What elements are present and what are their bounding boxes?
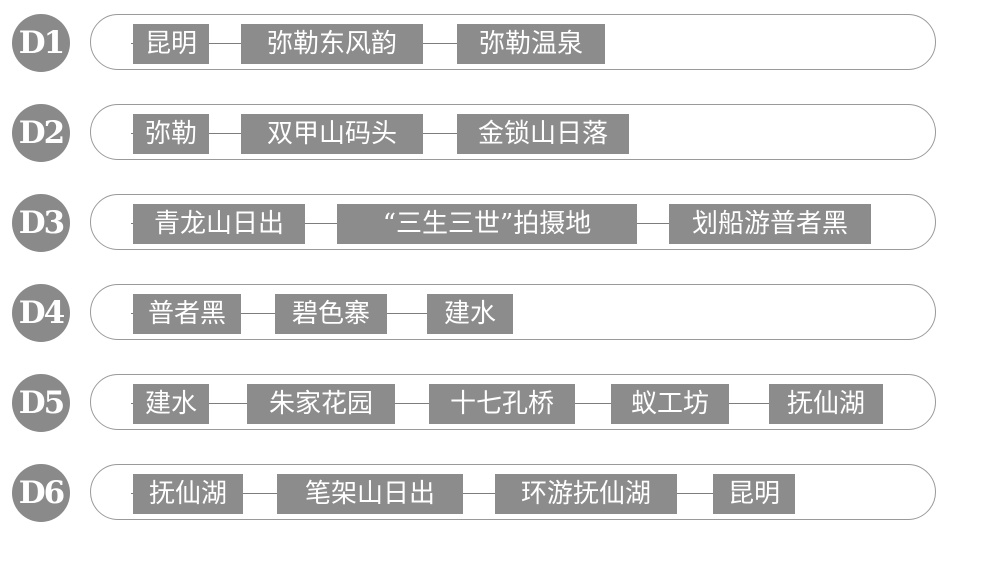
day-row-d6: D6 抚仙湖 笔架山日出 环游抚仙湖 昆明 xyxy=(0,463,1006,523)
day-badge: D5 xyxy=(12,374,70,432)
route-capsule: 昆明 弥勒东风韵 弥勒温泉 xyxy=(90,14,936,70)
stop-box: 双甲山码头 xyxy=(241,114,423,154)
day-row-d2: D2 弥勒 双甲山码头 金锁山日落 xyxy=(0,103,1006,163)
day-row-d1: D1 昆明 弥勒东风韵 弥勒温泉 xyxy=(0,13,1006,73)
stop-box: 金锁山日落 xyxy=(457,114,629,154)
route-capsule: 建水 朱家花园 十七孔桥 蚁工坊 抚仙湖 xyxy=(90,374,936,430)
day-row-d3: D3 青龙山日出 “三生三世”拍摄地 划船游普者黑 xyxy=(0,193,1006,253)
day-badge: D1 xyxy=(12,14,70,72)
stop-box: 蚁工坊 xyxy=(611,384,729,424)
stop-box: 建水 xyxy=(133,384,209,424)
route-capsule: 弥勒 双甲山码头 金锁山日落 xyxy=(90,104,936,160)
stop-box: 建水 xyxy=(427,294,513,334)
stop-box: 划船游普者黑 xyxy=(669,204,871,244)
stop-box: 弥勒温泉 xyxy=(457,24,605,64)
stop-box: 弥勒东风韵 xyxy=(241,24,423,64)
stop-box: 青龙山日出 xyxy=(133,204,305,244)
day-row-d5: D5 建水 朱家花园 十七孔桥 蚁工坊 抚仙湖 xyxy=(0,373,1006,433)
stop-box: 昆明 xyxy=(713,474,795,514)
stop-box: 十七孔桥 xyxy=(429,384,575,424)
day-badge: D3 xyxy=(12,194,70,252)
stop-box: 普者黑 xyxy=(133,294,241,334)
stop-box: 抚仙湖 xyxy=(133,474,243,514)
route-capsule: 普者黑 碧色寨 建水 xyxy=(90,284,936,340)
stop-box: 抚仙湖 xyxy=(769,384,883,424)
stop-box: 碧色寨 xyxy=(275,294,387,334)
day-row-d4: D4 普者黑 碧色寨 建水 xyxy=(0,283,1006,343)
day-badge: D4 xyxy=(12,284,70,342)
route-capsule: 青龙山日出 “三生三世”拍摄地 划船游普者黑 xyxy=(90,194,936,250)
day-badge: D2 xyxy=(12,104,70,162)
stop-box: 环游抚仙湖 xyxy=(495,474,677,514)
stop-box: 笔架山日出 xyxy=(277,474,463,514)
stop-box: 弥勒 xyxy=(133,114,209,154)
stop-box: “三生三世”拍摄地 xyxy=(337,204,637,244)
route-capsule: 抚仙湖 笔架山日出 环游抚仙湖 昆明 xyxy=(90,464,936,520)
stop-box: 朱家花园 xyxy=(247,384,395,424)
day-badge: D6 xyxy=(12,464,70,522)
stop-box: 昆明 xyxy=(133,24,209,64)
